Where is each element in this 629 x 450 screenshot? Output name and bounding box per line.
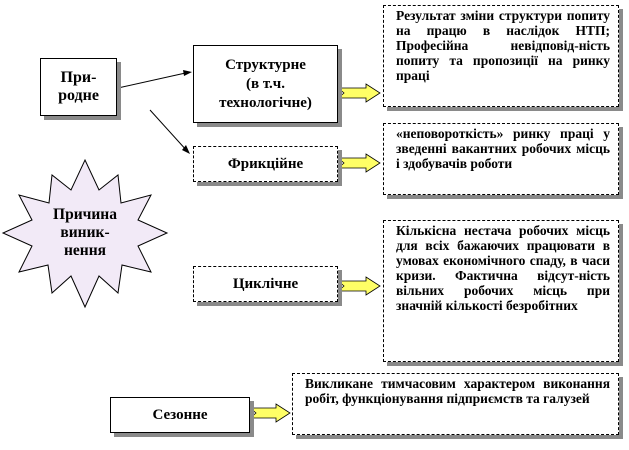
cyclical-bold-quantitative: Кількісна	[396, 223, 457, 238]
cyclical-description-text-1: нестача робочих місць для всіх бажаючих …	[396, 223, 610, 283]
pointer-arrow-seasonal	[248, 403, 291, 423]
origin-label: Причина виник- нення	[53, 206, 117, 259]
seasonal-description-text: Викликане тимчасовим характером виконанн…	[305, 376, 610, 406]
frictional-description-text: «неповороткість» ринку праці у зведенні …	[396, 126, 610, 171]
structural-label: Структурне (в т.ч. технологічне)	[219, 56, 312, 111]
cyclical-description: Кількісна нестача робочих місць для всіх…	[383, 220, 619, 362]
cyclical-description-text-2: відсут-ність вільних робочих місць при з…	[396, 268, 610, 313]
seasonal-description: Викликане тимчасовим характером виконанн…	[292, 373, 619, 435]
structural-box: Структурне (в т.ч. технологічне)	[193, 45, 338, 123]
pointer-arrow-structural	[336, 83, 381, 103]
frictional-label: Фрикційне	[227, 155, 304, 172]
structural-description-text: Результат зміни структури попиту на прац…	[396, 8, 610, 83]
frictional-description: «неповороткість» ринку праці у зведенні …	[383, 123, 619, 195]
arrow-to-frictional	[149, 109, 189, 153]
origin-starburst	[1, 158, 169, 309]
cyclical-box: Циклічне	[193, 266, 338, 302]
natural-cause-label: При- родне	[58, 69, 99, 104]
seasonal-box: Сезонне	[110, 397, 250, 433]
cyclical-label: Циклічне	[232, 275, 299, 292]
frictional-box: Фрикційне	[193, 146, 338, 182]
arrow-to-structural	[117, 71, 191, 89]
seasonal-label: Сезонне	[152, 406, 208, 423]
structural-description: Результат зміни структури попиту на прац…	[383, 5, 619, 107]
cyclical-bold-actual: Фактична	[455, 268, 518, 283]
pointer-arrow-frictional	[336, 153, 381, 173]
pointer-arrow-cyclical	[336, 276, 381, 296]
natural-cause-box: При- родне	[40, 58, 117, 116]
